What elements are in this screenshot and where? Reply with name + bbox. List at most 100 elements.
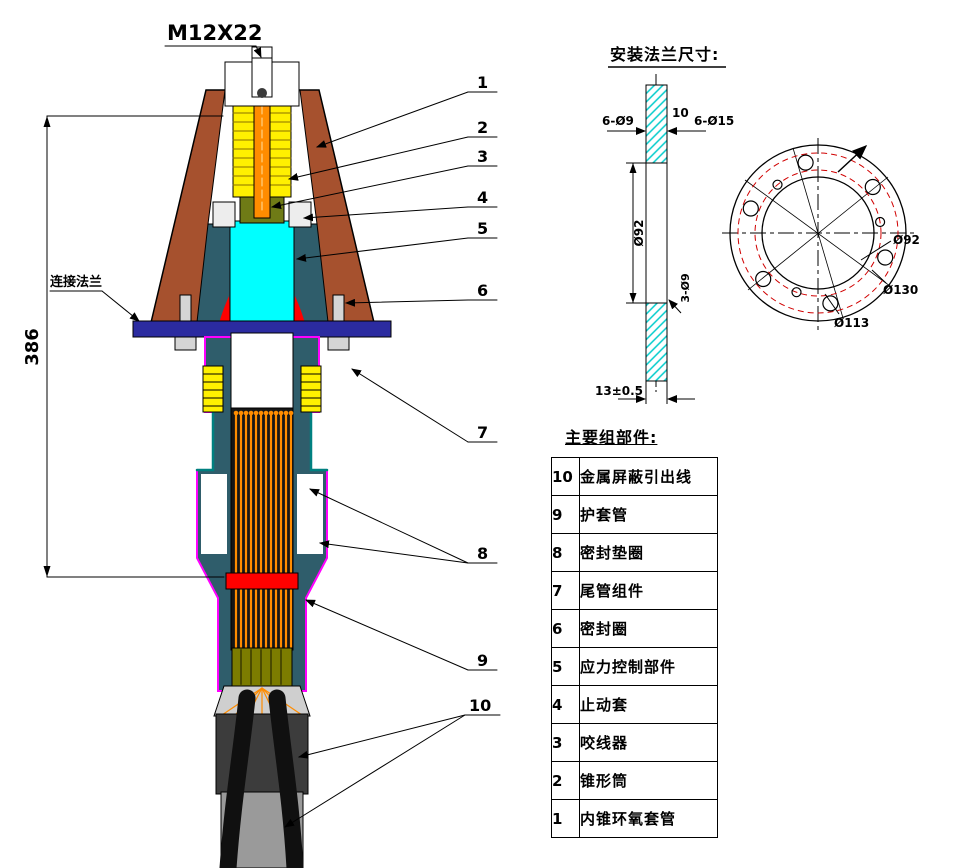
parts-table-title: 主要组部件: bbox=[565, 428, 658, 447]
fanout-cone bbox=[213, 685, 311, 717]
callout-5: 5 bbox=[296, 219, 498, 262]
parts-row: 1 内锥环氧套管 bbox=[551, 799, 718, 838]
part-number: 5 bbox=[551, 647, 580, 686]
svg-text:5: 5 bbox=[477, 219, 488, 238]
conductor-core bbox=[230, 407, 294, 651]
center-tube bbox=[230, 332, 294, 410]
flange-detail-title: 安装法兰尺寸: bbox=[610, 45, 719, 64]
bolt-holes bbox=[742, 154, 894, 312]
bolt-spec: M12X22 bbox=[164, 21, 263, 58]
parts-row: 8 密封垫圈 bbox=[551, 533, 718, 572]
flange-connect-label: 连接法兰 bbox=[49, 274, 140, 322]
parts-row: 10 金属屏蔽引出线 bbox=[551, 457, 718, 496]
dim-top: 6-Ø9 10 6-Ø15 bbox=[602, 106, 734, 135]
svg-text:Ø130: Ø130 bbox=[883, 283, 918, 297]
parts-table: 10 金属屏蔽引出线 9 护套管 8 密封垫圈 7 尾管组件 6 密封圈 5 应… bbox=[551, 457, 718, 838]
part-name: 咬线器 bbox=[579, 723, 718, 762]
part-name: 内锥环氧套管 bbox=[579, 799, 718, 838]
cable-left bbox=[219, 689, 256, 868]
svg-text:2: 2 bbox=[477, 118, 488, 137]
cable-right bbox=[268, 689, 304, 868]
sheath-left bbox=[201, 474, 227, 554]
label-front-outer: Ø130 bbox=[871, 269, 918, 297]
part-number: 9 bbox=[551, 495, 580, 534]
tail-step-left bbox=[195, 410, 215, 472]
direction-arrow bbox=[837, 144, 868, 173]
parts-row: 7 尾管组件 bbox=[551, 571, 718, 610]
dim-thickness-text: 13±0.5 bbox=[595, 384, 643, 398]
dim-side-holes-text: 3-Ø9 bbox=[679, 273, 692, 302]
stop-sleeve-left bbox=[212, 201, 236, 228]
svg-text:3: 3 bbox=[477, 147, 488, 166]
label-front-inner: Ø92 bbox=[860, 233, 920, 261]
dim-inner-dia-text: Ø92 bbox=[632, 220, 646, 247]
part-number: 7 bbox=[551, 571, 580, 610]
marker-band bbox=[225, 572, 299, 590]
parts-row: 2 锥形筒 bbox=[551, 761, 718, 800]
part-number: 4 bbox=[551, 685, 580, 724]
svg-text:10: 10 bbox=[469, 696, 491, 715]
dim-holes-large: 6-Ø15 bbox=[694, 114, 734, 128]
callout-1: 1 bbox=[316, 73, 498, 148]
callout-2: 2 bbox=[288, 118, 498, 181]
svg-text:4: 4 bbox=[477, 188, 488, 207]
dim-inner-dia: Ø92 bbox=[626, 162, 646, 304]
flange-bolt-left bbox=[174, 294, 197, 351]
parts-row: 4 止动套 bbox=[551, 685, 718, 724]
dim-side-holes: 3-Ø9 bbox=[668, 273, 692, 314]
label-bolt-circle: Ø113 bbox=[824, 293, 869, 330]
svg-text:7: 7 bbox=[477, 423, 488, 442]
stress-control-block bbox=[229, 220, 295, 334]
callout-3: 3 bbox=[271, 147, 498, 210]
stop-sleeve-right bbox=[288, 201, 312, 228]
callout-8: 8 bbox=[309, 488, 498, 564]
parts-panel: 主要组部件: 10 金属屏蔽引出线 9 护套管 8 密封垫圈 7 尾管组件 6 … bbox=[551, 424, 718, 838]
svg-text:1: 1 bbox=[477, 73, 488, 92]
dim-thickness: 13±0.5 bbox=[595, 381, 695, 404]
svg-text:Ø92: Ø92 bbox=[893, 233, 920, 247]
parts-row: 3 咬线器 bbox=[551, 723, 718, 762]
svg-text:Ø113: Ø113 bbox=[834, 316, 869, 330]
flange-side-view bbox=[645, 74, 668, 392]
spring-left bbox=[202, 365, 224, 413]
part-number: 10 bbox=[551, 457, 580, 496]
part-name: 密封圈 bbox=[579, 609, 718, 648]
svg-text:6: 6 bbox=[477, 281, 488, 300]
part-number: 8 bbox=[551, 533, 580, 572]
dim-thickness-top: 10 bbox=[672, 106, 689, 120]
svg-text:8: 8 bbox=[477, 544, 488, 563]
bolt-tip bbox=[257, 88, 267, 98]
part-name: 护套管 bbox=[579, 495, 718, 534]
dim-386: 386 bbox=[22, 115, 225, 578]
parts-row: 5 应力控制部件 bbox=[551, 647, 718, 686]
crimp-block bbox=[231, 647, 293, 687]
spring-right bbox=[300, 365, 322, 413]
part-name: 尾管组件 bbox=[579, 571, 718, 610]
part-name: 金属屏蔽引出线 bbox=[579, 457, 718, 496]
callout-7: 7 bbox=[351, 368, 498, 443]
part-number: 6 bbox=[551, 609, 580, 648]
callout-4: 4 bbox=[303, 188, 498, 222]
part-name: 应力控制部件 bbox=[579, 647, 718, 686]
part-name: 锥形筒 bbox=[579, 761, 718, 800]
flange-connect-text: 连接法兰 bbox=[50, 274, 102, 290]
bolt-spec-text: M12X22 bbox=[167, 21, 263, 45]
svg-text:9: 9 bbox=[477, 651, 488, 670]
dim-386-text: 386 bbox=[22, 328, 43, 366]
main-assembly: 386 M12X22 连接法兰 1 2 3 4 bbox=[22, 21, 501, 868]
flange-bolt-right bbox=[327, 294, 350, 351]
part-number: 1 bbox=[551, 799, 580, 838]
part-number: 2 bbox=[551, 761, 580, 800]
parts-row: 9 护套管 bbox=[551, 495, 718, 534]
callout-9: 9 bbox=[305, 599, 498, 671]
part-name: 止动套 bbox=[579, 685, 718, 724]
parts-row: 6 密封圈 bbox=[551, 609, 718, 648]
flange-front-view: Ø92 Ø130 Ø113 bbox=[722, 138, 920, 330]
callout-10: 10 bbox=[284, 696, 501, 828]
tail-step-right bbox=[309, 410, 329, 472]
part-name: 密封垫圈 bbox=[579, 533, 718, 572]
dim-holes-small: 6-Ø9 bbox=[602, 114, 634, 128]
part-number: 3 bbox=[551, 723, 580, 762]
